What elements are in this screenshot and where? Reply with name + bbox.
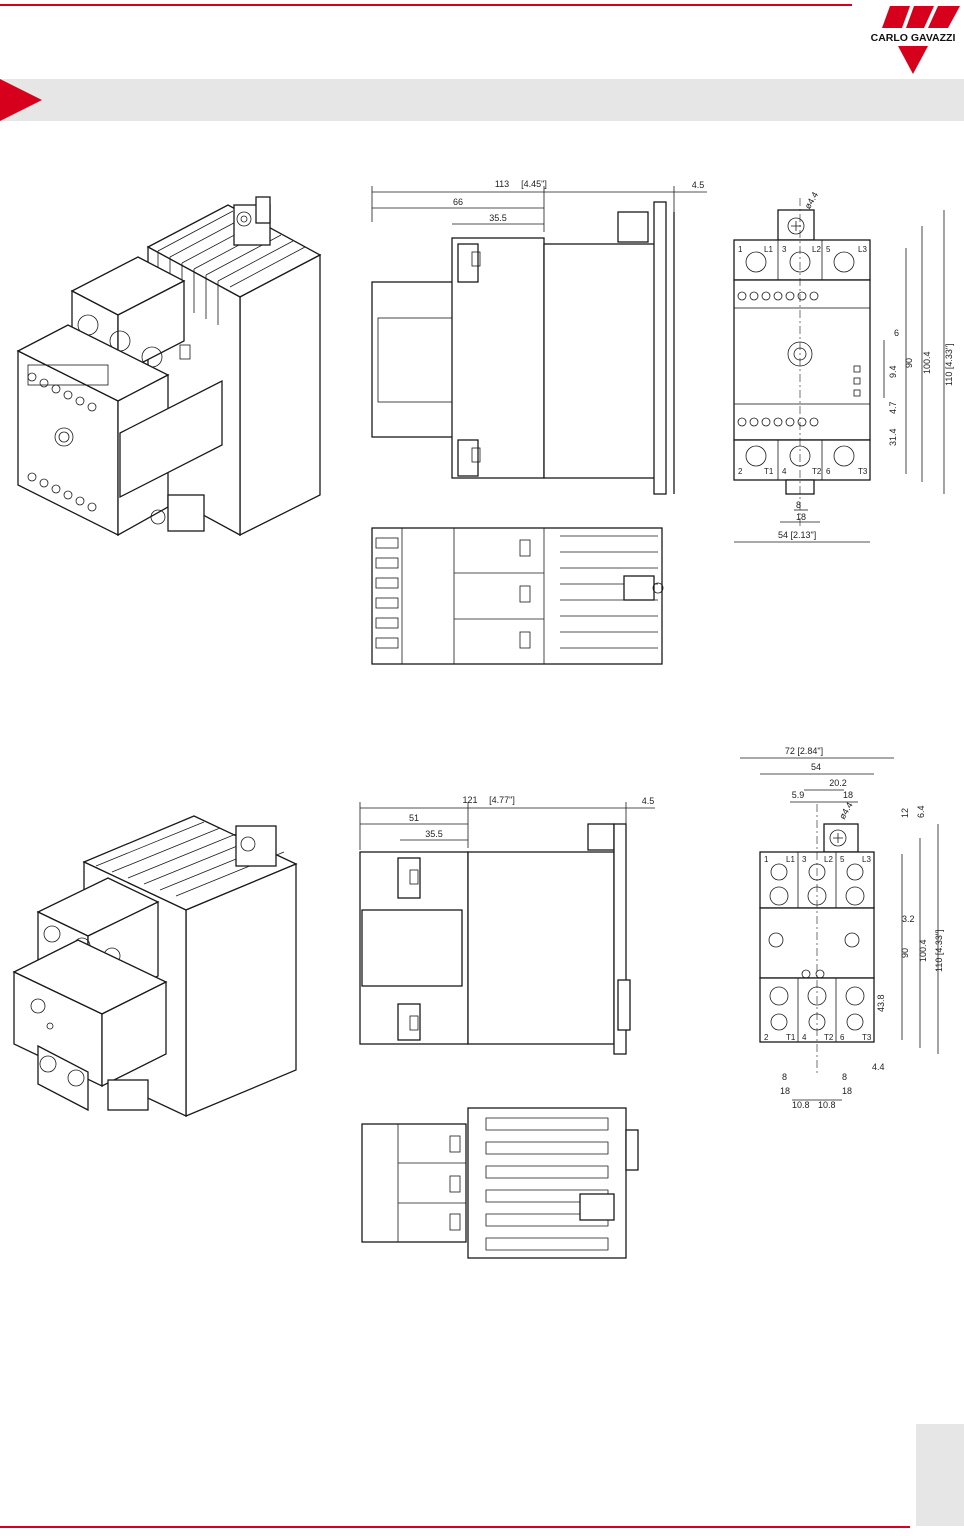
- logo-text: CARLO GAVAZZI: [871, 32, 956, 44]
- terminal-6b: 6: [840, 1033, 845, 1042]
- terminal-1: 1: [738, 245, 743, 254]
- dim-10-8-left: 10.8: [792, 1100, 810, 1110]
- dim-121-inch: [4.77"]: [489, 795, 515, 805]
- dim-10-8-right: 10.8: [818, 1100, 836, 1110]
- dim-4-4: 4.4: [872, 1062, 885, 1072]
- dim-72: 72 [2.84"]: [785, 746, 823, 756]
- dim-hole-dia-2: ø4.4: [837, 800, 855, 821]
- carlo-gavazzi-logo: CARLO GAVAZZI: [862, 6, 964, 78]
- dim-18-top: 18: [843, 790, 853, 800]
- terminal-5b: 5: [840, 855, 845, 864]
- terminal-1b: 1: [764, 855, 769, 864]
- section-arrow-icon: [0, 79, 42, 121]
- dim-90b: 90: [900, 948, 910, 958]
- dim-54b: 54: [811, 762, 821, 772]
- terminal-6: 6: [826, 467, 831, 476]
- isometric-view-2: [8, 810, 328, 1120]
- dim-6-4: 6.4: [916, 805, 926, 818]
- side-view-1: 113 [4.45"] 66 35.5 4.5: [362, 172, 712, 672]
- dim-110: 110 [4.33"]: [944, 343, 954, 386]
- dim-113: 113: [495, 179, 509, 189]
- terminal-4: 4: [782, 467, 787, 476]
- front-view-1: ø4.4 1 L1 3 L2 5 L3 2 T1 4 T2 6 T3 6 9.4…: [716, 178, 961, 548]
- header-rule: [0, 4, 852, 6]
- dim-100-4: 100.4: [922, 351, 932, 374]
- terminal-L3: L3: [858, 245, 867, 254]
- dim-31-4: 31.4: [888, 428, 898, 446]
- terminal-4b: 4: [802, 1033, 807, 1042]
- terminal-L1b: L1: [786, 855, 795, 864]
- terminal-T3: T3: [858, 467, 868, 476]
- dim-113-inch: [4.45"]: [521, 179, 547, 189]
- terminal-3: 3: [782, 245, 787, 254]
- dim-43-8: 43.8: [876, 994, 886, 1012]
- terminal-T2b: T2: [824, 1033, 834, 1042]
- terminal-L1: L1: [764, 245, 773, 254]
- front-view-2: 72 [2.84"] 54 20.2 18 5.9 ø4.4 12 6.4 1 …: [720, 744, 964, 1120]
- dim-18: 18: [796, 512, 806, 522]
- terminal-L3b: L3: [862, 855, 871, 864]
- dim-100-4b: 100.4: [918, 939, 928, 962]
- dim-6: 6: [894, 328, 899, 338]
- dim-4-7: 4.7: [888, 401, 898, 414]
- dim-5-9: 5.9: [792, 790, 805, 800]
- dim-12: 12: [900, 808, 910, 818]
- side-view-2: 121 [4.77"] 51 35.5 4.5: [350, 790, 660, 1270]
- section-bar: [0, 79, 964, 121]
- terminal-3b: 3: [802, 855, 807, 864]
- dim-35-5: 35.5: [489, 213, 507, 223]
- page-side-tab: [916, 1424, 964, 1526]
- dim-20-2: 20.2: [829, 778, 847, 788]
- dim-8b-left: 8: [782, 1072, 787, 1082]
- footer-rule: [0, 1526, 910, 1528]
- isometric-view-1: [8, 195, 328, 540]
- dim-8: 8: [796, 500, 801, 510]
- dim-9-4: 9.4: [888, 365, 898, 378]
- terminal-5: 5: [826, 245, 831, 254]
- terminal-2: 2: [738, 467, 743, 476]
- terminal-T1: T1: [764, 467, 774, 476]
- dim-4-5b: 4.5: [642, 796, 655, 806]
- dim-110b: 110 [4.33"]: [934, 929, 944, 972]
- terminal-T1b: T1: [786, 1033, 796, 1042]
- dim-90: 90: [904, 358, 914, 368]
- dim-hole-dia: ø4.4: [803, 190, 821, 211]
- dim-18b-right: 18: [842, 1086, 852, 1096]
- terminal-2b: 2: [764, 1033, 769, 1042]
- dim-51: 51: [409, 813, 419, 823]
- dim-8b-right: 8: [842, 1072, 847, 1082]
- dim-35-5b: 35.5: [425, 829, 443, 839]
- dim-4-5: 4.5: [692, 180, 705, 190]
- dim-121: 121: [462, 795, 477, 805]
- dim-18b-left: 18: [780, 1086, 790, 1096]
- terminal-T3b: T3: [862, 1033, 872, 1042]
- dim-66: 66: [453, 197, 463, 207]
- dim-3-2: 3.2: [902, 914, 915, 924]
- dim-54: 54 [2.13"]: [778, 530, 816, 540]
- terminal-L2: L2: [812, 245, 821, 254]
- terminal-T2: T2: [812, 467, 822, 476]
- terminal-L2b: L2: [824, 855, 833, 864]
